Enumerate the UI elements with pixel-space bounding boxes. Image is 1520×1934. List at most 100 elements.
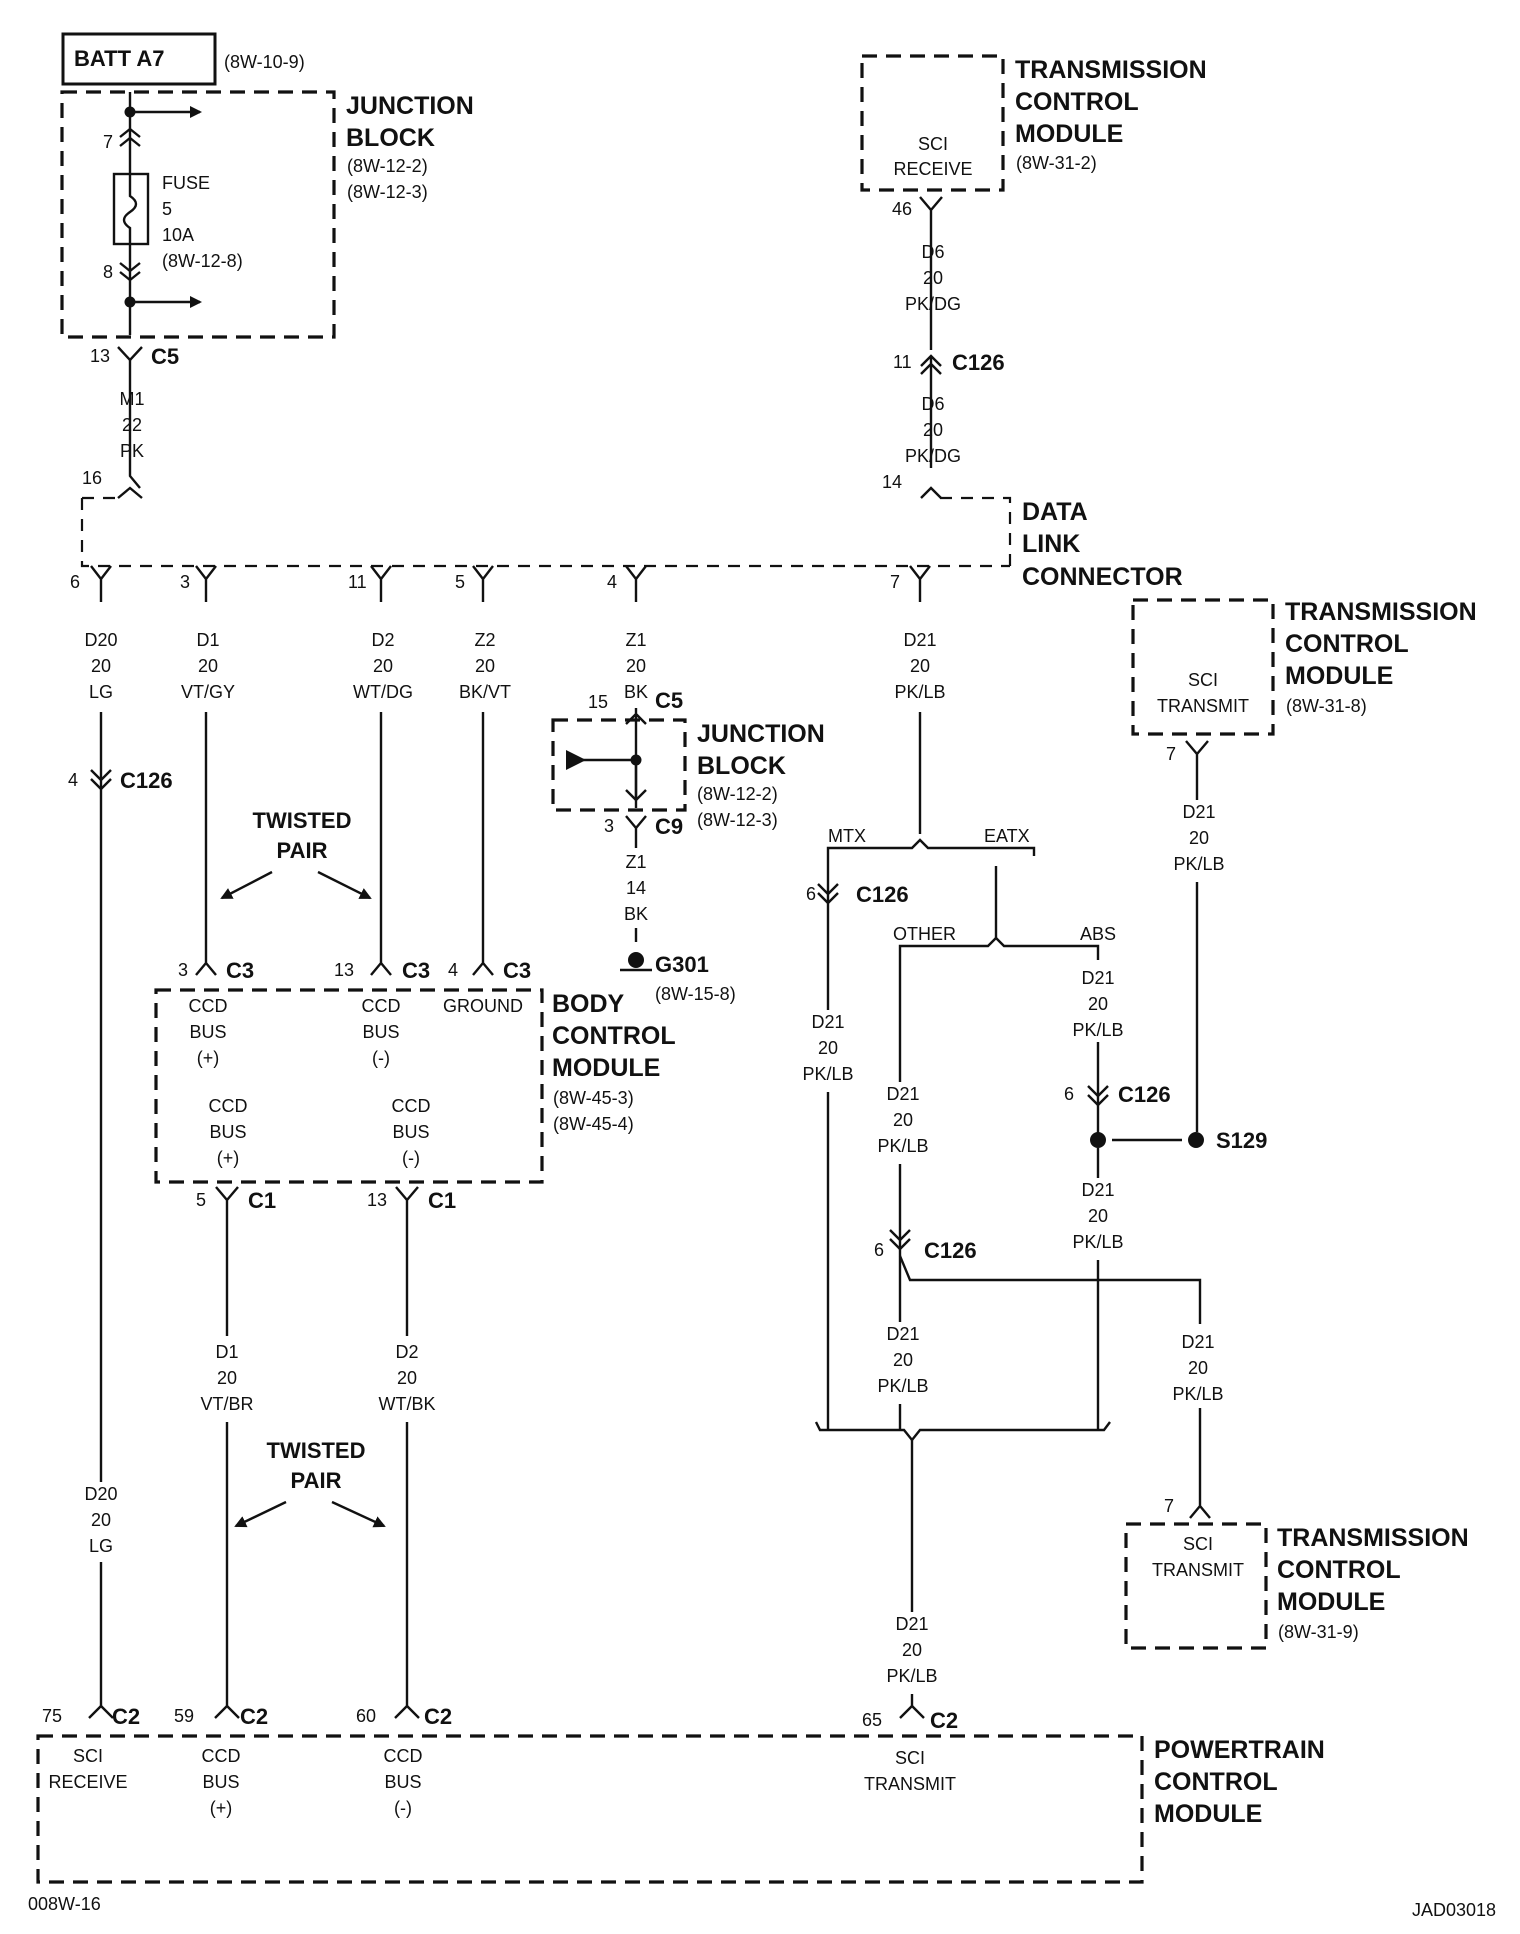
c126-d20-name: C126 [120, 768, 173, 793]
bcm-c3-c-name: C3 [503, 958, 531, 983]
z2-color: BK/VT [459, 682, 511, 702]
jb1-title-2: BLOCK [346, 124, 435, 152]
z2-circuit: Z2 [474, 630, 495, 650]
pcm-transmit: TRANSMIT [864, 1774, 956, 1794]
footer-right: JAD03018 [1412, 1900, 1496, 1920]
d6a-color: PK/DG [905, 294, 961, 314]
d21-other2-color: PK/LB [877, 1376, 928, 1396]
d21-tcm3-gauge: 20 [1188, 1358, 1208, 1378]
d6b-gauge: 20 [923, 420, 943, 440]
pcm-ccd1-c: (+) [210, 1798, 233, 1818]
g301-name: G301 [655, 952, 709, 977]
fuse-label-3: 10A [162, 225, 194, 245]
dlc-pins [90, 565, 931, 602]
z1b-color: BK [624, 904, 648, 924]
body-control-module-outline [154, 988, 544, 1184]
m1-gauge: 22 [122, 415, 142, 435]
fuse-label-4: (8W-12-8) [162, 251, 243, 271]
pcm-c2-d: C2 [930, 1708, 958, 1733]
junction-block-2-outline [551, 718, 687, 812]
g301-ref: (8W-15-8) [655, 984, 736, 1004]
pcm-receive: RECEIVE [48, 1772, 127, 1792]
bcm-p3b: BUS [209, 1122, 246, 1142]
c126-abs-pin: 6 [1064, 1084, 1074, 1104]
dlc-pin-6: 6 [70, 572, 80, 592]
pcm-ccd1-a: CCD [202, 1746, 241, 1766]
d21-pcm-circuit: D21 [895, 1614, 928, 1634]
m1-color: PK [120, 441, 144, 461]
jb1-ref-1: (8W-12-2) [347, 156, 428, 176]
d20a-color: LG [89, 682, 113, 702]
twisted-pair-2-l1: TWISTED [267, 1438, 366, 1463]
pcm-c2-c: C2 [424, 1704, 452, 1729]
dlc-pin-4: 4 [607, 572, 617, 592]
d21-tcm2-gauge: 20 [1189, 828, 1209, 848]
d21-other2-circuit: D21 [886, 1324, 919, 1344]
d21-pcm-color: PK/LB [886, 1666, 937, 1686]
tcm3-title-2: CONTROL [1277, 1556, 1401, 1584]
d6b-color: PK/DG [905, 446, 961, 466]
tcm3-ref: (8W-31-9) [1278, 1622, 1359, 1642]
twisted-pair-1-arrow-right [317, 870, 372, 900]
pcm-ccd2-b: BUS [384, 1772, 421, 1792]
tcm3-title-3: MODULE [1277, 1588, 1385, 1616]
d21-other2-gauge: 20 [893, 1350, 913, 1370]
pcm-pin-65: 65 [862, 1710, 882, 1730]
pcm-c2-b: C2 [240, 1704, 268, 1729]
d21-other-circuit: D21 [886, 1084, 919, 1104]
d21-mtx-gauge: 20 [818, 1038, 838, 1058]
jb2-title-2: BLOCK [697, 752, 786, 780]
bcm-c1-b-name: C1 [428, 1188, 456, 1213]
z1a-color: BK [624, 682, 648, 702]
bcm-ref-1: (8W-45-3) [553, 1088, 634, 1108]
tcm2-sci: SCI [1188, 670, 1218, 690]
z1a-circuit: Z1 [625, 630, 646, 650]
d6a-circuit: D6 [921, 242, 944, 262]
d21-abs-color: PK/LB [1072, 1020, 1123, 1040]
m1-circuit: M1 [119, 389, 144, 409]
bcm-title-3: MODULE [552, 1054, 660, 1082]
tcm1-sci: SCI [918, 134, 948, 154]
d2b-color: WT/BK [379, 1394, 436, 1414]
bcm-p1c: (+) [197, 1048, 220, 1068]
bcm-c1-a-name: C1 [248, 1188, 276, 1213]
jb2-c5-name: C5 [655, 688, 683, 713]
d21-other-color: PK/LB [877, 1136, 928, 1156]
tcm3-sci: SCI [1183, 1534, 1213, 1554]
splice-s129-label: S129 [1216, 1128, 1267, 1153]
dlc-pin-14: 14 [882, 472, 902, 492]
twisted-pair-2-arrow-left [234, 1500, 287, 1528]
jb2-c9-pin: 3 [604, 816, 614, 836]
jb1-pin-7: 7 [103, 132, 113, 152]
c126-mtx-name: C126 [856, 882, 909, 907]
bcm-c1-pin-5: 5 [196, 1190, 206, 1210]
bcm-p1a: CCD [189, 996, 228, 1016]
bcm-c3-pin-3: 3 [178, 960, 188, 980]
bcm-ground: GROUND [443, 996, 523, 1016]
d2a-circuit: D2 [371, 630, 394, 650]
tcm1-receive: RECEIVE [893, 159, 972, 179]
splice-s129-dot-left [1090, 1132, 1106, 1148]
tcm1-ref: (8W-31-2) [1016, 153, 1097, 173]
d20b-circuit: D20 [84, 1484, 117, 1504]
bcm-c3-b-name: C3 [402, 958, 430, 983]
twisted-pair-2-l2: PAIR [291, 1468, 342, 1493]
pcm-pin-59: 59 [174, 1706, 194, 1726]
bcm-p3a: CCD [209, 1096, 248, 1116]
dlc-title-3: CONNECTOR [1022, 563, 1183, 591]
d1a-gauge: 20 [198, 656, 218, 676]
z1b-circuit: Z1 [625, 852, 646, 872]
z2-gauge: 20 [475, 656, 495, 676]
dlc-outline [80, 498, 1010, 568]
jb2-ref-1: (8W-12-2) [697, 784, 778, 804]
bcm-p1b: BUS [189, 1022, 226, 1042]
c126-other-pin: 6 [874, 1240, 884, 1260]
d2b-gauge: 20 [397, 1368, 417, 1388]
c5-top-pin: 13 [90, 346, 110, 366]
dlc-pin-7: 7 [890, 572, 900, 592]
pcm-sci-t: SCI [895, 1748, 925, 1768]
pcm-pin-60: 60 [356, 1706, 376, 1726]
junction-block-1-outline [60, 90, 336, 339]
d21-abs-gauge: 20 [1088, 994, 1108, 1014]
d2a-gauge: 20 [373, 656, 393, 676]
